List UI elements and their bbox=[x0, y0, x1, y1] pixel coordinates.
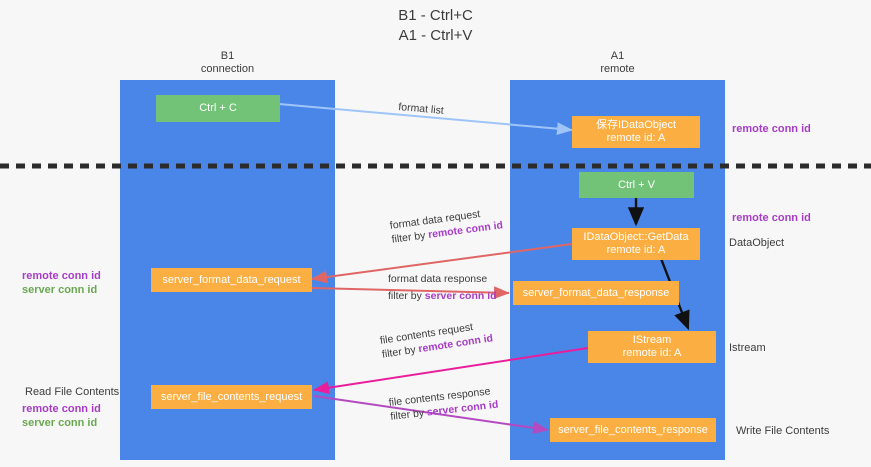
annotation-right-write-file-contents: Write File Contents bbox=[736, 424, 829, 438]
column-header-a1-role: remote bbox=[600, 63, 635, 75]
node-server-file-contents-request-label: server_file_contents_request bbox=[160, 390, 303, 403]
node-ctrl-v[interactable]: Ctrl + V bbox=[579, 172, 694, 198]
edge-label-fcreq-prefix: filter by bbox=[381, 343, 420, 361]
edge-label-format-data-request: format data request filter by remote con… bbox=[389, 204, 504, 246]
annotation-left-conn-ids-2: remote conn id server conn id bbox=[22, 402, 101, 430]
column-header-a1-name: A1 bbox=[610, 50, 625, 62]
node-istream[interactable]: IStream remote id: A bbox=[588, 331, 716, 363]
annotation-left-server-conn: server conn id bbox=[22, 284, 98, 296]
annotation-right-mid: remote conn id bbox=[732, 211, 811, 225]
page-title: B1 - Ctrl+C A1 - Ctrl+V bbox=[0, 6, 871, 46]
annotation-right-mid-text: remote conn id bbox=[732, 212, 811, 224]
node-server-file-contents-response-label: server_file_contents_response bbox=[558, 423, 708, 436]
edge-label-format-data-response-line-2: filter by server conn id bbox=[388, 289, 497, 303]
edge-label-format-list: format list bbox=[398, 100, 445, 118]
annotation-right-dataobject-text: DataObject bbox=[729, 237, 785, 249]
edge-label-file-contents-request: file contents request filter by remote c… bbox=[379, 317, 494, 361]
annotation-left-remote-conn: remote conn id bbox=[22, 270, 101, 282]
edge-label-fcres-prefix: filter by bbox=[389, 406, 428, 423]
annotation-right-istream-text: Istream bbox=[729, 342, 766, 354]
node-server-format-data-response-label: server_format_data_response bbox=[522, 286, 670, 299]
annotation-left-remote-conn-2: remote conn id bbox=[22, 403, 101, 415]
column-header-b1: B1 connection bbox=[120, 50, 335, 76]
node-idataobject[interactable]: 保存IDataObject remote id: A bbox=[572, 116, 700, 148]
node-idataobject-line-1: 保存IDataObject bbox=[595, 119, 677, 131]
node-server-format-data-request[interactable]: server_format_data_request bbox=[151, 268, 312, 292]
edge-label-fdreq-prefix: filter by bbox=[390, 229, 429, 246]
annotation-right-top-text: remote conn id bbox=[732, 123, 811, 135]
node-idataobject-line-2: remote id: A bbox=[606, 132, 666, 144]
node-server-format-data-request-label: server_format_data_request bbox=[162, 273, 301, 286]
node-server-file-contents-request[interactable]: server_file_contents_request bbox=[151, 385, 312, 409]
column-header-b1-role: connection bbox=[200, 63, 255, 75]
edge-label-format-data-response-line-1: format data response bbox=[388, 273, 488, 285]
node-ctrl-v-label: Ctrl + V bbox=[618, 178, 655, 191]
title-line-1: B1 - Ctrl+C bbox=[398, 7, 473, 24]
node-server-format-data-response[interactable]: server_format_data_response bbox=[513, 281, 679, 305]
annotation-left-read-text: Read File Contents bbox=[25, 386, 120, 398]
node-istream-line-2: remote id: A bbox=[622, 347, 682, 359]
node-getdata-line-2: remote id: A bbox=[606, 244, 666, 256]
edge-label-file-contents-response: file contents response filter by server … bbox=[388, 384, 499, 424]
column-header-a1: A1 remote bbox=[510, 50, 725, 76]
edge-label-fdres-highlight: server conn id bbox=[424, 290, 497, 302]
node-idataobject-getdata[interactable]: IDataObject::GetData remote id: A bbox=[572, 228, 700, 260]
annotation-left-read-file-contents: Read File Contents bbox=[25, 385, 119, 399]
edge-label-format-data-response: format data response filter by server co… bbox=[388, 272, 497, 303]
annotation-right-istream: Istream bbox=[729, 341, 766, 355]
annotation-right-top: remote conn id bbox=[732, 122, 811, 136]
node-ctrl-c-label: Ctrl + C bbox=[199, 102, 237, 114]
title-line-2: A1 - Ctrl+V bbox=[398, 27, 473, 44]
annotation-left-conn-ids: remote conn id server conn id bbox=[22, 269, 101, 297]
edge-label-fdres-prefix: filter by bbox=[388, 290, 425, 302]
edge-label-format-list-text: format list bbox=[397, 100, 445, 117]
annotation-right-dataobject: DataObject bbox=[729, 236, 784, 250]
node-getdata-line-1: IDataObject::GetData bbox=[583, 231, 689, 243]
node-istream-line-1: IStream bbox=[632, 334, 672, 346]
node-server-file-contents-response[interactable]: server_file_contents_response bbox=[550, 418, 716, 442]
column-header-b1-name: B1 bbox=[220, 50, 235, 62]
annotation-right-write-text: Write File Contents bbox=[736, 425, 830, 437]
annotation-left-server-conn-2: server conn id bbox=[22, 417, 98, 429]
node-ctrl-c[interactable]: Ctrl + C bbox=[156, 95, 280, 122]
